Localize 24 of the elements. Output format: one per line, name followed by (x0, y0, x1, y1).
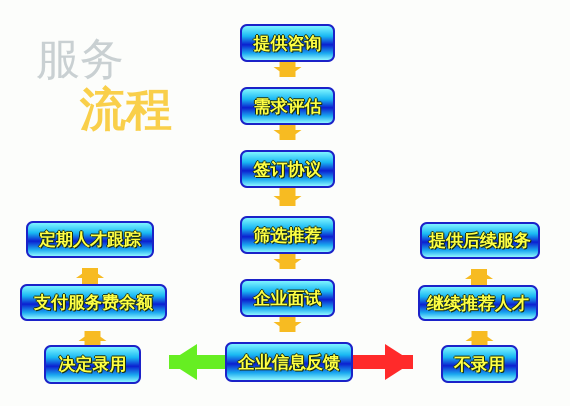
block-arrow (274, 125, 302, 140)
block-arrow (169, 344, 225, 380)
block-arrow (76, 268, 104, 284)
process-box: 决定录用 (44, 345, 141, 384)
process-box: 定期人才跟踪 (26, 221, 154, 258)
block-arrow (465, 269, 493, 285)
process-box: 支付服务费余额 (20, 284, 167, 321)
process-box: 筛选推荐 (240, 216, 335, 254)
process-box: 企业信息反馈 (225, 342, 353, 382)
process-box: 不录用 (441, 345, 518, 383)
block-arrow (274, 188, 302, 206)
block-arrow (274, 317, 302, 332)
block-arrow (274, 254, 302, 269)
process-box: 需求评估 (240, 87, 335, 125)
block-arrow (78, 331, 106, 345)
process-box: 提供后续服务 (420, 222, 540, 259)
process-box: 继续推荐人才 (418, 285, 538, 321)
block-arrow (466, 331, 494, 345)
block-arrow (353, 344, 413, 380)
process-box: 企业面试 (240, 279, 335, 317)
heading-text: 流程 (80, 86, 172, 132)
process-box: 提供咨询 (240, 24, 335, 62)
process-box: 签订协议 (240, 150, 335, 188)
block-arrow (274, 62, 302, 77)
